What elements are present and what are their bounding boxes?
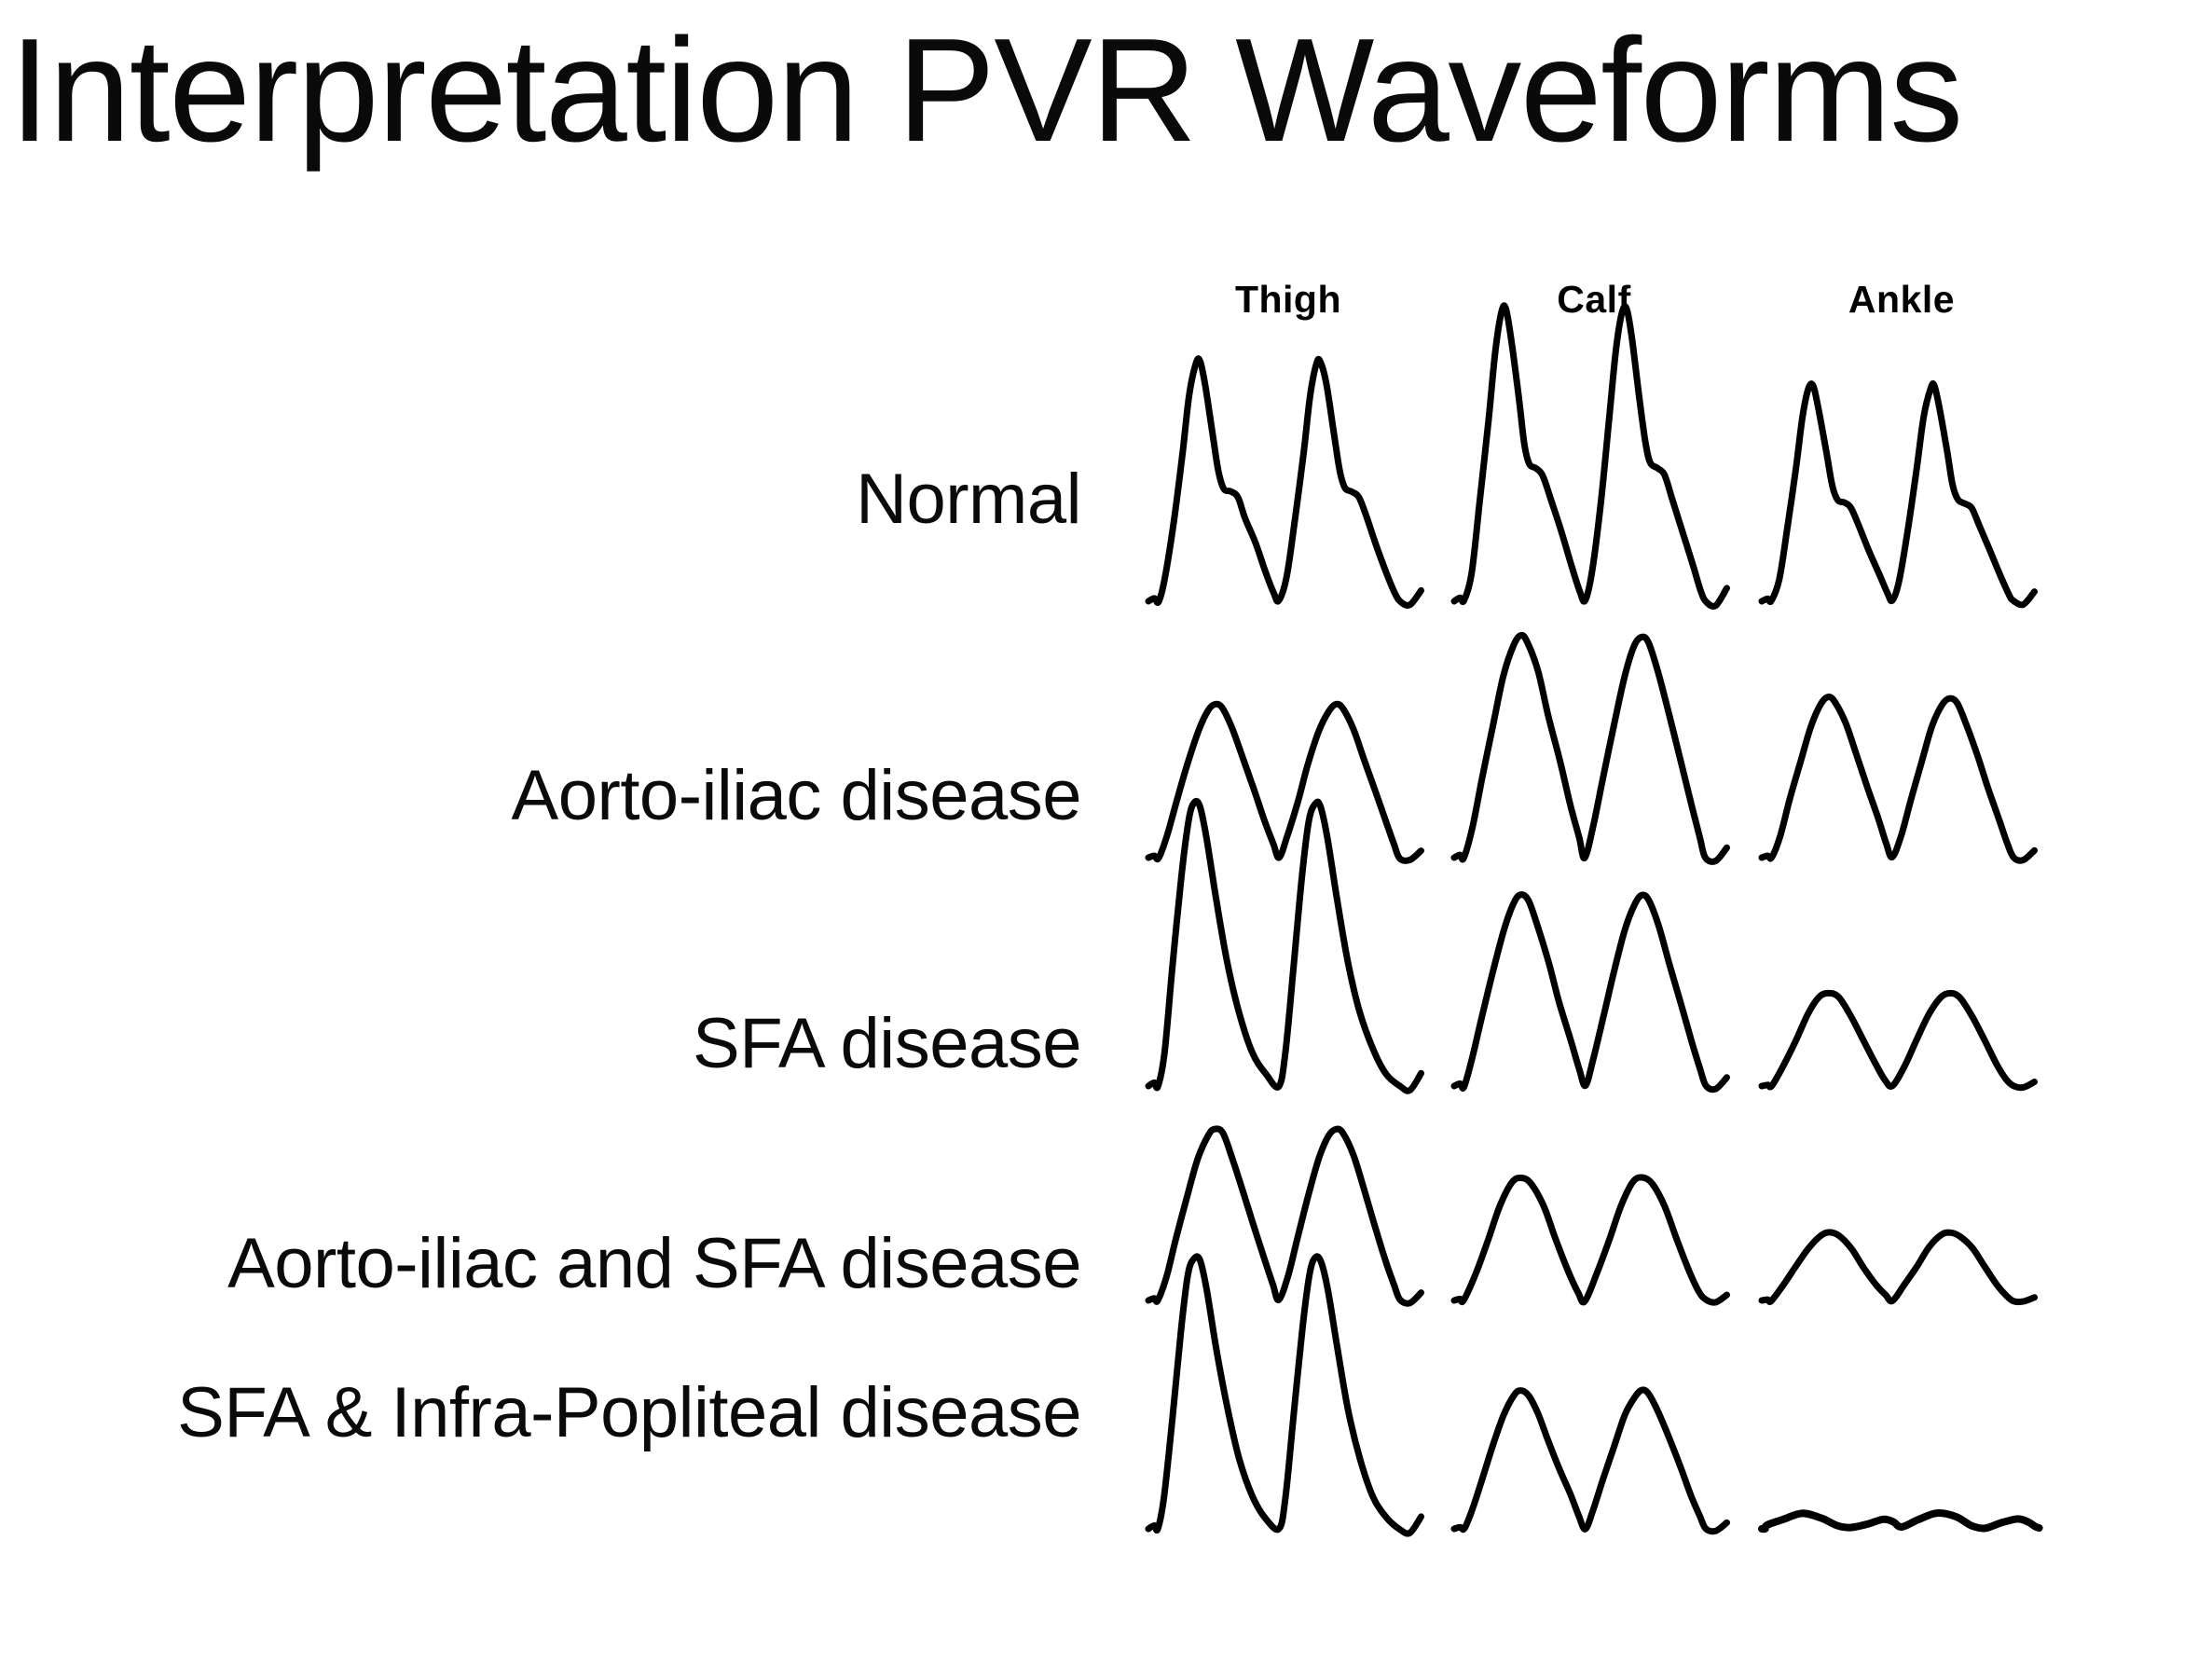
row-label-sfa-and-infra-popliteal-disease: SFA & Infra-Popliteal disease: [177, 1373, 1081, 1452]
waveform-row-aorto_iliac: [1145, 631, 2038, 865]
waveform-aorto_iliac-calf: [1450, 631, 1730, 865]
waveform-normal-ankle: [1758, 380, 2038, 609]
waveform-aorto_iliac_and_sfa-thigh: [1145, 1125, 1424, 1307]
waveform-row-normal: [1145, 302, 2038, 610]
row-label-normal: Normal: [856, 460, 1081, 539]
waveform-sfa-ankle: [1758, 989, 2038, 1092]
waveform-sfa-thigh: [1145, 797, 1424, 1094]
row-label-aorto-iliac-and-sfa-disease: Aorto-iliac and SFA disease: [227, 1224, 1081, 1303]
waveform-normal-calf: [1450, 302, 1730, 610]
row-label-aorto-iliac-disease: Aorto-iliac disease: [511, 756, 1082, 835]
waveform-aorto_iliac_and_sfa-ankle: [1758, 1229, 2038, 1306]
waveform-aorto_iliac-thigh: [1145, 700, 1424, 864]
page-title: Interpretation PVR Waveforms: [9, 8, 1963, 172]
waveform-row-sfa_infra_popliteal: [1145, 1253, 2043, 1537]
waveform-aorto_iliac_and_sfa-calf: [1450, 1174, 1730, 1306]
waveform-normal-thigh: [1145, 355, 1424, 609]
column-header-ankle: Ankle: [1848, 278, 1956, 321]
waveform-row-sfa: [1145, 797, 2038, 1094]
column-header-calf: Calf: [1557, 278, 1631, 321]
waveform-aorto_iliac-ankle: [1758, 693, 2038, 864]
waveform-sfa_infra_popliteal-calf: [1450, 1386, 1730, 1535]
waveform-sfa_infra_popliteal-ankle: [1758, 1509, 2043, 1534]
waveform-sfa_infra_popliteal-thigh: [1145, 1253, 1424, 1537]
row-label-sfa-disease: SFA disease: [693, 1004, 1082, 1083]
column-header-thigh: Thigh: [1234, 278, 1342, 321]
waveform-sfa-calf: [1450, 891, 1730, 1093]
waveform-row-aorto_iliac_and_sfa: [1145, 1125, 2038, 1307]
